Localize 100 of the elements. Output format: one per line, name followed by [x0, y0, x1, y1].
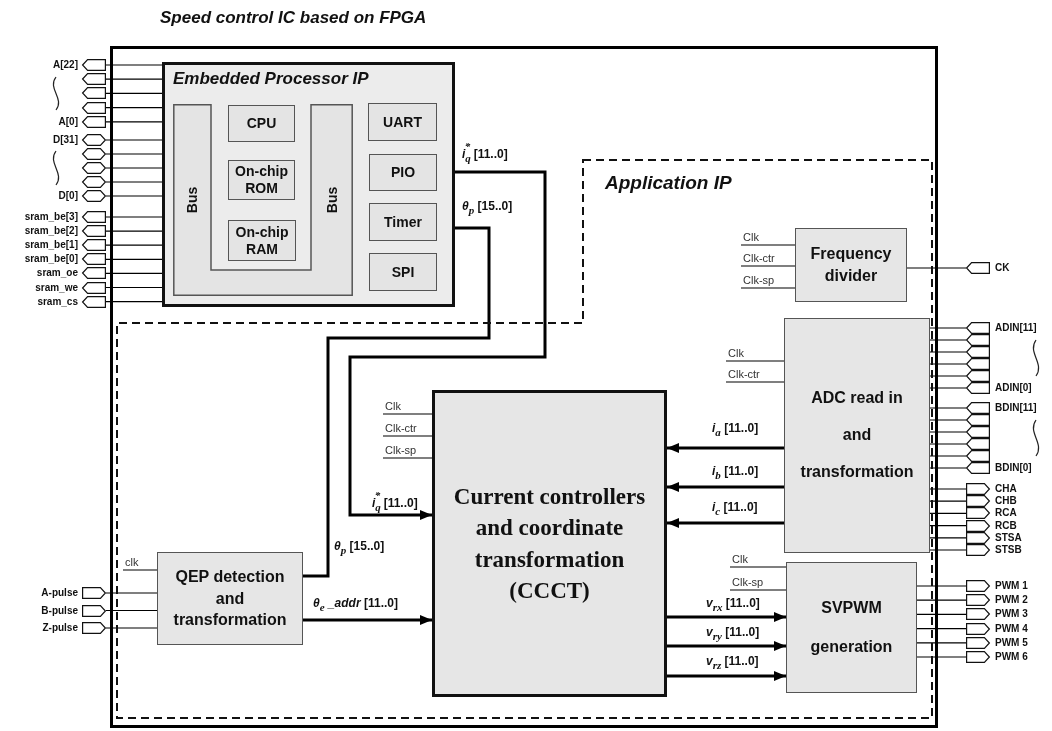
wire	[105, 121, 163, 123]
signal-arrow	[667, 612, 786, 622]
pin-symbol	[966, 608, 990, 621]
block-label: Current controllers and coordinate transformation (CCCT)	[452, 483, 647, 605]
pin-symbol	[82, 115, 106, 128]
function-block	[795, 228, 907, 302]
pin-label: B-pulse	[41, 603, 78, 618]
wire	[105, 592, 158, 594]
wire	[105, 107, 163, 109]
pin-label: A[22]	[53, 58, 78, 72]
wire	[929, 351, 967, 353]
wire	[929, 512, 967, 514]
block-label: UART	[383, 113, 422, 131]
pin-symbol	[82, 239, 106, 252]
wire	[105, 181, 163, 183]
pin-symbol	[82, 190, 106, 202]
wire	[105, 195, 163, 197]
wire	[105, 216, 163, 218]
pin-symbol	[82, 101, 106, 114]
pin-label: PWM 1	[995, 579, 1028, 593]
block-label: ADC read in and transformation	[799, 388, 915, 482]
wire	[105, 609, 158, 612]
pin-label: sram_oe	[36, 266, 78, 281]
pin-label: PWM 3	[995, 607, 1028, 622]
pin-label: sram_we	[35, 280, 78, 295]
wire	[929, 339, 967, 341]
pin-label: sram_be[3]	[24, 210, 78, 224]
pin-symbol	[82, 73, 106, 86]
wire	[929, 455, 967, 457]
clock-label: Clk-ctr	[728, 368, 760, 381]
module-box	[228, 220, 296, 261]
pin-symbol	[966, 622, 990, 635]
pin-label: D[0]	[58, 189, 78, 203]
pin-label: CHA	[995, 482, 1017, 496]
wire	[929, 327, 967, 329]
pin-symbol	[966, 426, 990, 438]
pin-symbol	[82, 267, 106, 280]
wire	[105, 258, 163, 260]
processor-block	[162, 62, 455, 307]
pin-symbol	[966, 594, 990, 607]
block-label: CPU	[246, 115, 277, 132]
pin-label: BDIN[0]	[995, 461, 1032, 475]
clock-label: Clk-sp	[385, 444, 417, 457]
clock-line	[122, 569, 158, 571]
pin-symbol	[966, 438, 990, 450]
pin-symbol	[966, 382, 990, 394]
pin-symbol	[82, 176, 106, 188]
wire	[105, 244, 163, 246]
pin-symbol	[82, 162, 106, 174]
block-label: PIO	[390, 164, 416, 181]
pin-label: BDIN[11]	[995, 401, 1037, 415]
pin-symbol	[966, 402, 990, 414]
pin-symbol	[966, 370, 990, 382]
block-label: SVPWM generation	[809, 598, 894, 657]
chip-boundary	[110, 46, 938, 728]
wire	[105, 92, 163, 94]
wire	[916, 599, 967, 601]
wire	[929, 443, 967, 445]
bus-label: Bus	[184, 186, 200, 214]
pin-symbol	[966, 346, 990, 358]
block-label: SPI	[391, 263, 415, 281]
signal-arrow	[667, 641, 786, 651]
wire	[916, 642, 967, 644]
wire	[105, 627, 158, 629]
pin-symbol	[966, 507, 990, 520]
pin-label: RCA	[995, 506, 1017, 521]
clock-label: clk	[125, 556, 139, 569]
wire	[929, 407, 967, 409]
function-block	[157, 552, 303, 645]
pin-symbol	[966, 322, 990, 334]
pin-symbol	[82, 59, 106, 71]
wire	[105, 78, 163, 80]
pin-symbol	[82, 87, 106, 100]
pin-label: PWM 2	[995, 593, 1028, 608]
pin-symbol	[82, 587, 106, 599]
block-label: QEP detection and transformation	[172, 567, 288, 631]
diagram-title: Speed control IC based on FPGA	[160, 8, 427, 28]
block-label: On-chip RAM	[234, 223, 290, 258]
signal-arrow	[667, 443, 784, 453]
pin-label: PWM 5	[995, 635, 1028, 650]
wire	[916, 628, 967, 630]
wire	[105, 139, 163, 141]
clock-label: Clk	[743, 231, 759, 244]
block-label: Timer	[384, 213, 422, 231]
pin-label: sram_be[2]	[24, 224, 78, 239]
pin-symbol	[82, 148, 106, 160]
clock-label: Clk	[728, 347, 744, 360]
wire	[916, 613, 967, 615]
pin-label: ADIN[11]	[995, 321, 1037, 335]
pin-symbol	[966, 495, 990, 508]
module-box	[228, 105, 295, 142]
clock-label: Clk	[385, 400, 401, 413]
controller-block	[432, 390, 667, 697]
wire	[929, 525, 967, 527]
module-box	[369, 154, 437, 191]
wire	[906, 267, 967, 269]
signal-arrow	[348, 170, 547, 520]
pin-symbol	[966, 414, 990, 426]
wire	[929, 537, 967, 539]
clock-line	[382, 435, 433, 437]
